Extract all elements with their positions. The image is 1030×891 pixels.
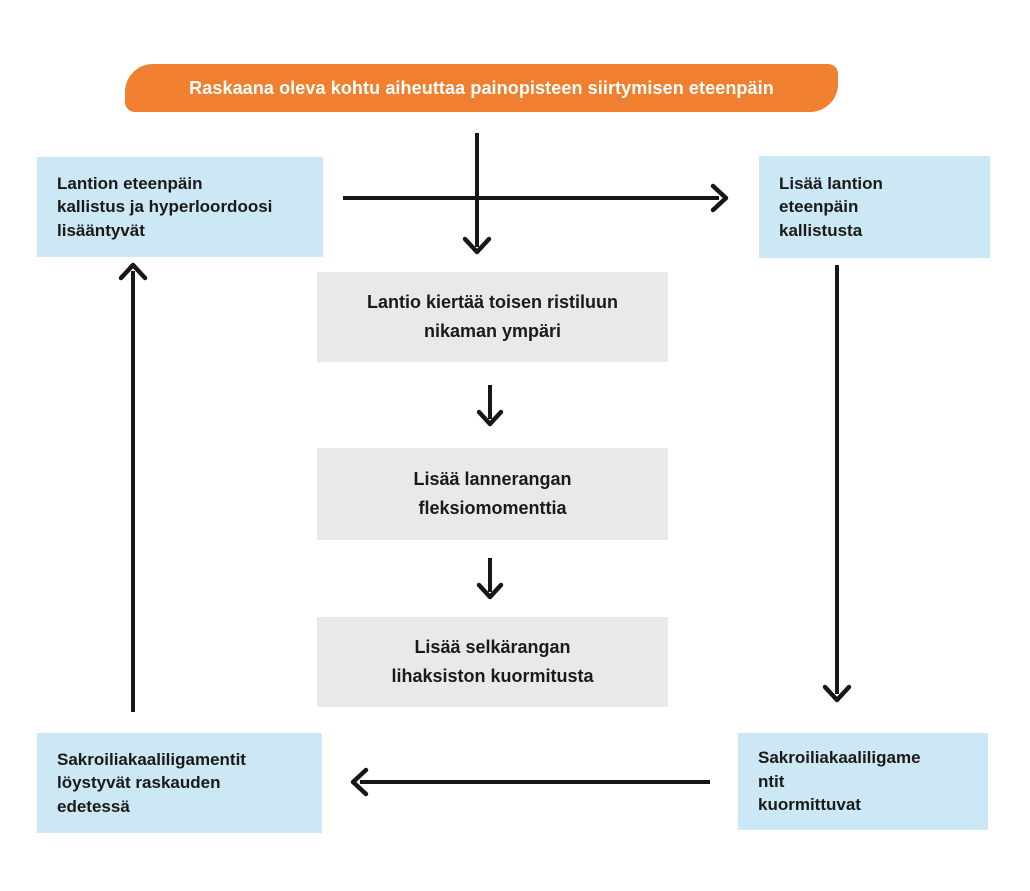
arrow-center1-to-center2 — [476, 385, 504, 427]
node-center-3: Lisää selkärangan lihaksiston kuormitust… — [317, 617, 668, 707]
title-node: Raskaana oleva kohtu aiheuttaa painopist… — [125, 64, 838, 112]
node-bottom-left: Sakroiliakaaliligamentit löystyvät raska… — [37, 733, 322, 833]
arrow-topright-to-bottomright — [822, 265, 852, 703]
arrow-topleft-to-topright — [343, 183, 729, 213]
node-bottom-right: Sakroiliakaaliligame ntit kuormittuvat — [738, 733, 988, 830]
node-center-2: Lisää lannerangan fleksiomomenttia — [317, 448, 668, 540]
node-center-1: Lantio kiertää toisen ristiluun nikaman … — [317, 272, 668, 362]
node-top-right: Lisää lantion eteenpäin kallistusta — [759, 156, 990, 258]
node-top-left: Lantion eteenpäin kallistus ja hyperloor… — [37, 157, 323, 257]
arrow-center2-to-center3 — [476, 558, 504, 600]
arrow-bottomleft-to-topleft — [118, 262, 148, 712]
arrow-title-to-center1 — [462, 133, 492, 255]
arrow-bottomright-to-bottomleft — [350, 767, 710, 797]
